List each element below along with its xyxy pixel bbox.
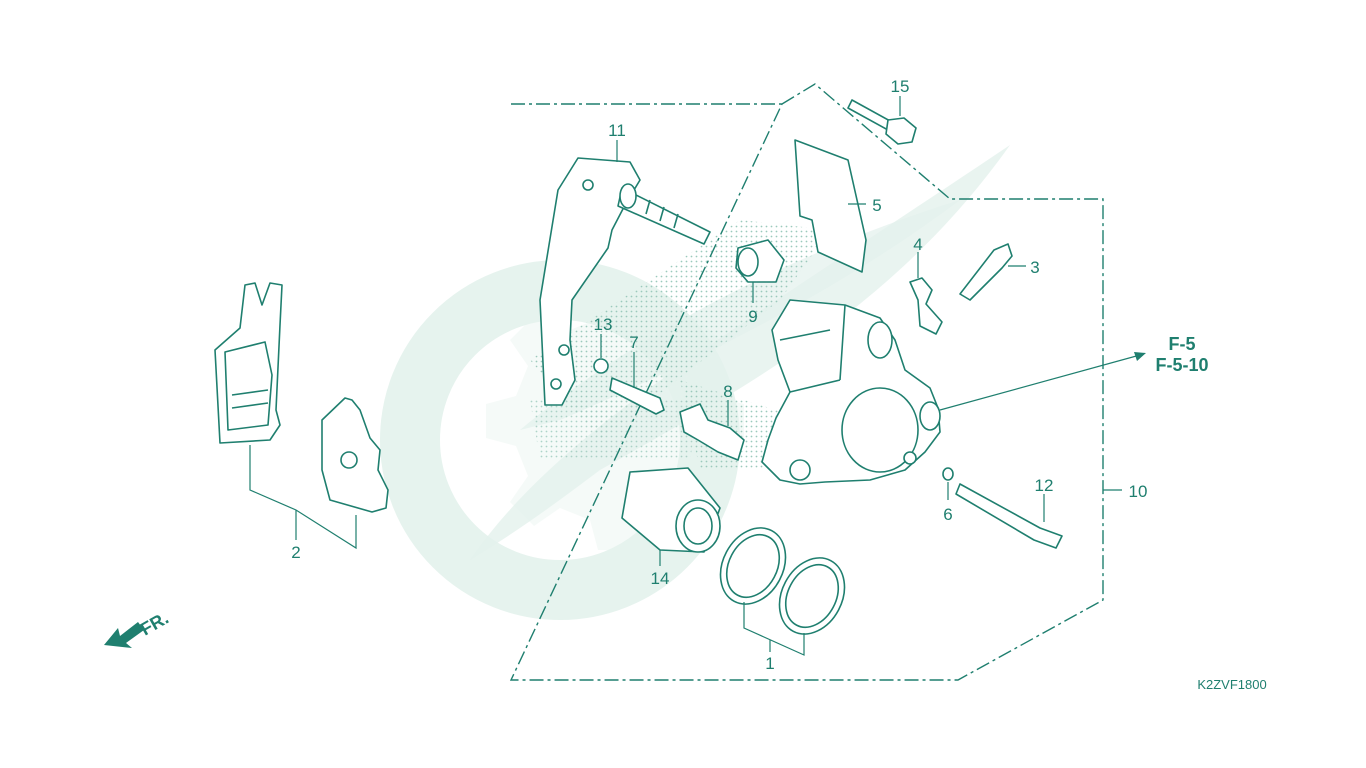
front-arrow-icon <box>104 622 144 648</box>
label-9: 9 <box>748 307 757 326</box>
pin-7 <box>609 377 665 415</box>
label-14: 14 <box>651 569 670 588</box>
leader-1 <box>743 602 805 656</box>
leader-ref-arrowhead <box>1134 352 1146 361</box>
label-15: 15 <box>891 77 910 96</box>
label-1: 1 <box>765 654 774 673</box>
pad-spring <box>794 139 867 273</box>
front-label: FR. <box>137 608 172 640</box>
boot-9 <box>735 239 785 283</box>
label-5: 5 <box>872 196 881 215</box>
assembly-outline <box>509 83 1104 681</box>
label-8: 8 <box>723 382 732 401</box>
caliper-bracket <box>539 157 711 406</box>
diagram-code: K2ZVF1800 <box>1197 677 1266 692</box>
seal-set <box>719 527 846 635</box>
ref-f5-10: F-5-10 <box>1155 355 1208 375</box>
bolt-15 <box>847 99 917 145</box>
piston-14 <box>621 467 721 553</box>
label-2: 2 <box>291 543 300 562</box>
pin-12 <box>955 483 1063 549</box>
ref-f5: F-5 <box>1169 334 1196 354</box>
leader-2 <box>249 445 357 550</box>
label-11: 11 <box>608 121 626 140</box>
label-13: 13 <box>594 315 613 334</box>
hose-clip <box>909 277 943 335</box>
leader-ref <box>939 354 1141 411</box>
label-10: 10 <box>1129 482 1148 501</box>
brake-pad-set <box>214 282 389 513</box>
bleeder-screw <box>959 243 1013 301</box>
caliper-body <box>761 299 941 485</box>
ring-6 <box>942 467 954 481</box>
label-12: 12 <box>1035 476 1054 495</box>
label-6: 6 <box>943 505 952 524</box>
label-4: 4 <box>913 235 922 254</box>
label-3: 3 <box>1030 258 1039 277</box>
pin-bolt-8 <box>679 403 745 461</box>
label-7: 7 <box>629 333 638 352</box>
washer-13 <box>593 358 609 374</box>
